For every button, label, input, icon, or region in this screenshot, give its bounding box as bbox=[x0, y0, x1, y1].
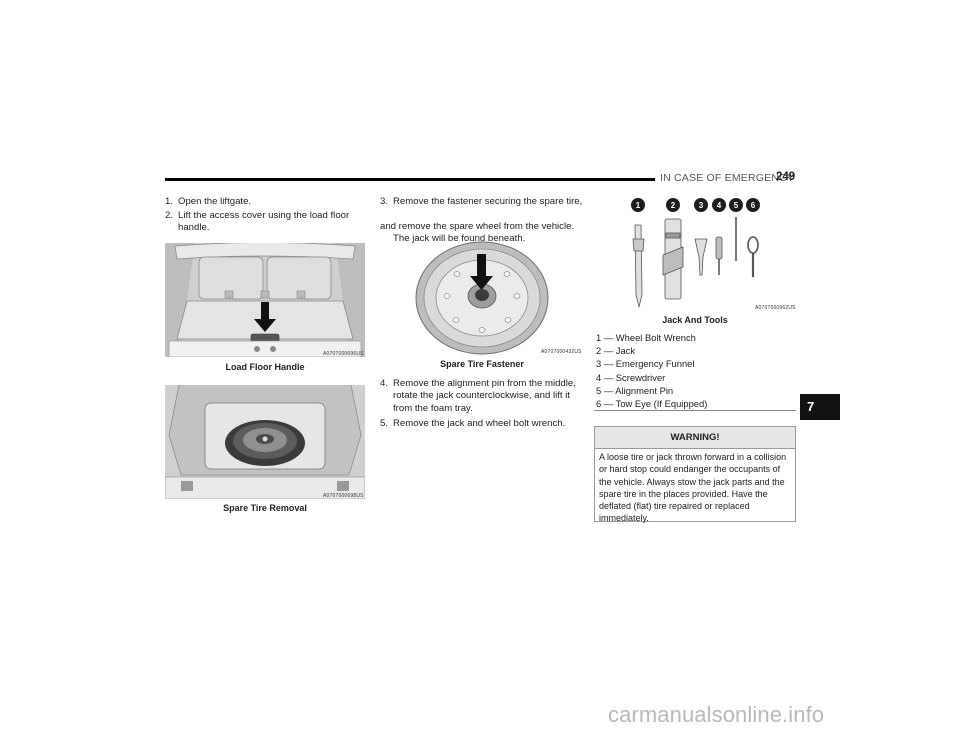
badge-1-label: 1 bbox=[636, 201, 641, 210]
jack-tools-caption: Jack And Tools bbox=[662, 315, 728, 325]
load-floor-handle-illustration bbox=[165, 243, 365, 357]
warning-line: immediately. bbox=[599, 513, 649, 524]
tool-legend: 1 — Wheel Bolt Wrench 2 — Jack 3 — Emerg… bbox=[596, 331, 796, 410]
section-title: IN CASE OF EMERGENCY bbox=[660, 172, 795, 184]
warning-line: the vehicle. Always stow the jack parts … bbox=[599, 476, 785, 487]
badge-6 bbox=[746, 198, 760, 212]
chapter-tab: 7 bbox=[800, 394, 840, 420]
badge-5 bbox=[729, 198, 743, 212]
badge-4-label: 4 bbox=[717, 201, 722, 210]
warning-line: A loose tire or jack thrown forward in a… bbox=[599, 452, 787, 462]
screwdriver-shape bbox=[715, 236, 723, 260]
warning-title: WARNING! bbox=[595, 427, 795, 449]
legend-item-4: 4 — Screwdriver bbox=[596, 371, 666, 383]
jack-and-tools-figure: 1 2 3 4 5 6 bbox=[620, 195, 770, 313]
tow-eye-shape bbox=[747, 236, 759, 254]
spare-removal-caption: Spare Tire Removal bbox=[223, 503, 307, 513]
badge-4 bbox=[712, 198, 726, 212]
spare-tire-removal-figure bbox=[165, 385, 365, 499]
header-rule bbox=[165, 178, 655, 181]
step-1: 1.Open the liftgate. bbox=[165, 196, 252, 207]
page-number: 249 bbox=[776, 171, 796, 183]
legend-item-1: 1 — Wheel Bolt Wrench bbox=[596, 332, 696, 343]
badge-6-label: 6 bbox=[751, 201, 756, 210]
legend-item-3: 3 — Emergency Funnel bbox=[596, 358, 695, 370]
jack-tools-figure-code: A0707000962US bbox=[755, 305, 796, 311]
load-floor-caption: Load Floor Handle bbox=[225, 362, 305, 372]
emergency-funnel-shape bbox=[694, 238, 708, 276]
badge-1 bbox=[631, 198, 645, 212]
spare-tire-fastener-illustration bbox=[415, 241, 549, 355]
step-2: 2.Lift the access cover using the load f… bbox=[165, 210, 350, 234]
load-floor-figure-code: A0707000696US bbox=[323, 351, 364, 357]
spare-fastener-figure-code: A0707000432US bbox=[541, 349, 582, 355]
warning-line: spare tire in the places provided. Have … bbox=[599, 488, 768, 499]
warning-box bbox=[594, 426, 796, 522]
warning-text: A loose tire or jack thrown forward in a… bbox=[599, 451, 792, 525]
warning-line: deflated (flat) tire repaired or replace… bbox=[599, 501, 750, 512]
legend-item-6: 6 — Tow Eye (If Equipped) bbox=[596, 398, 708, 410]
badge-2 bbox=[666, 198, 680, 212]
step-3: 3.Remove the fastener securing the spare… bbox=[380, 196, 583, 245]
jack-and-tools-illustration: 1 2 3 4 5 6 bbox=[631, 198, 760, 308]
watermark: carmanualsonline.info bbox=[608, 702, 825, 727]
tool-badges: 1 2 3 4 5 6 bbox=[631, 198, 760, 212]
warning-line: or hard stop could endanger the occupant… bbox=[599, 464, 781, 475]
step-5: 5.Remove the jack and wheel bolt wrench. bbox=[380, 418, 566, 429]
spare-tire-fastener-figure bbox=[412, 240, 552, 356]
legend-item-5: 5 — Alignment Pin bbox=[596, 384, 674, 396]
legend-divider bbox=[594, 410, 796, 411]
badge-2-label: 2 bbox=[671, 201, 676, 210]
badge-3 bbox=[694, 198, 708, 212]
spare-fastener-caption: Spare Tire Fastener bbox=[440, 359, 524, 369]
badge-3-label: 3 bbox=[699, 201, 704, 210]
step-4: 4.Remove the alignment pin from the midd… bbox=[380, 378, 576, 414]
spare-removal-figure-code: A0707000698US bbox=[323, 493, 364, 499]
legend-item-2: 2 — Jack bbox=[596, 345, 636, 357]
wheel-bolt-wrench-shape bbox=[634, 224, 643, 308]
spare-tire-removal-illustration bbox=[165, 385, 365, 499]
load-floor-handle-figure bbox=[165, 243, 365, 357]
badge-5-label: 5 bbox=[734, 201, 739, 210]
